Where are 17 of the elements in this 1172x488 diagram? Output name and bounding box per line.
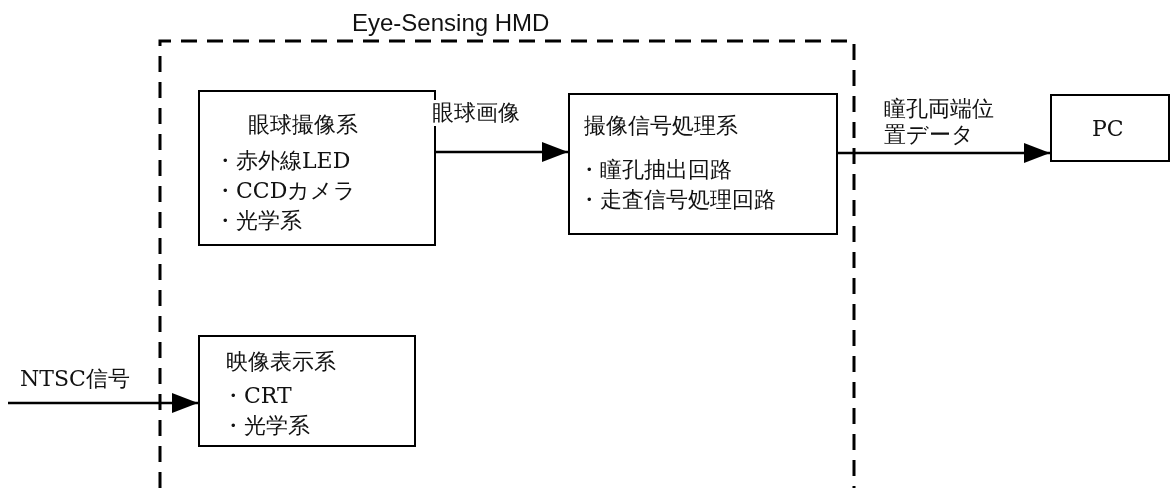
bullet-item: ・瞳孔抽出回路 [578, 157, 732, 183]
process-box [198, 335, 416, 447]
arrow [436, 142, 568, 162]
process-box [1050, 94, 1170, 162]
box-title: 眼球撮像系 [248, 112, 358, 138]
bullet-item: ・赤外線LED [214, 148, 351, 174]
process-box [568, 93, 838, 235]
bullet-item: ・光学系 [214, 208, 302, 234]
arrow [8, 393, 198, 413]
bullet-item: ・光学系 [222, 413, 310, 439]
bullet-item: ・走査信号処理回路 [578, 187, 776, 213]
bullet-item: ・CRT [222, 383, 292, 409]
box-title: 撮像信号処理系 [584, 113, 738, 139]
box-title: PC [1092, 116, 1124, 142]
box-title: 映像表示系 [226, 349, 336, 375]
arrow [838, 143, 1050, 163]
bullet-item: ・CCDカメラ [214, 178, 357, 204]
